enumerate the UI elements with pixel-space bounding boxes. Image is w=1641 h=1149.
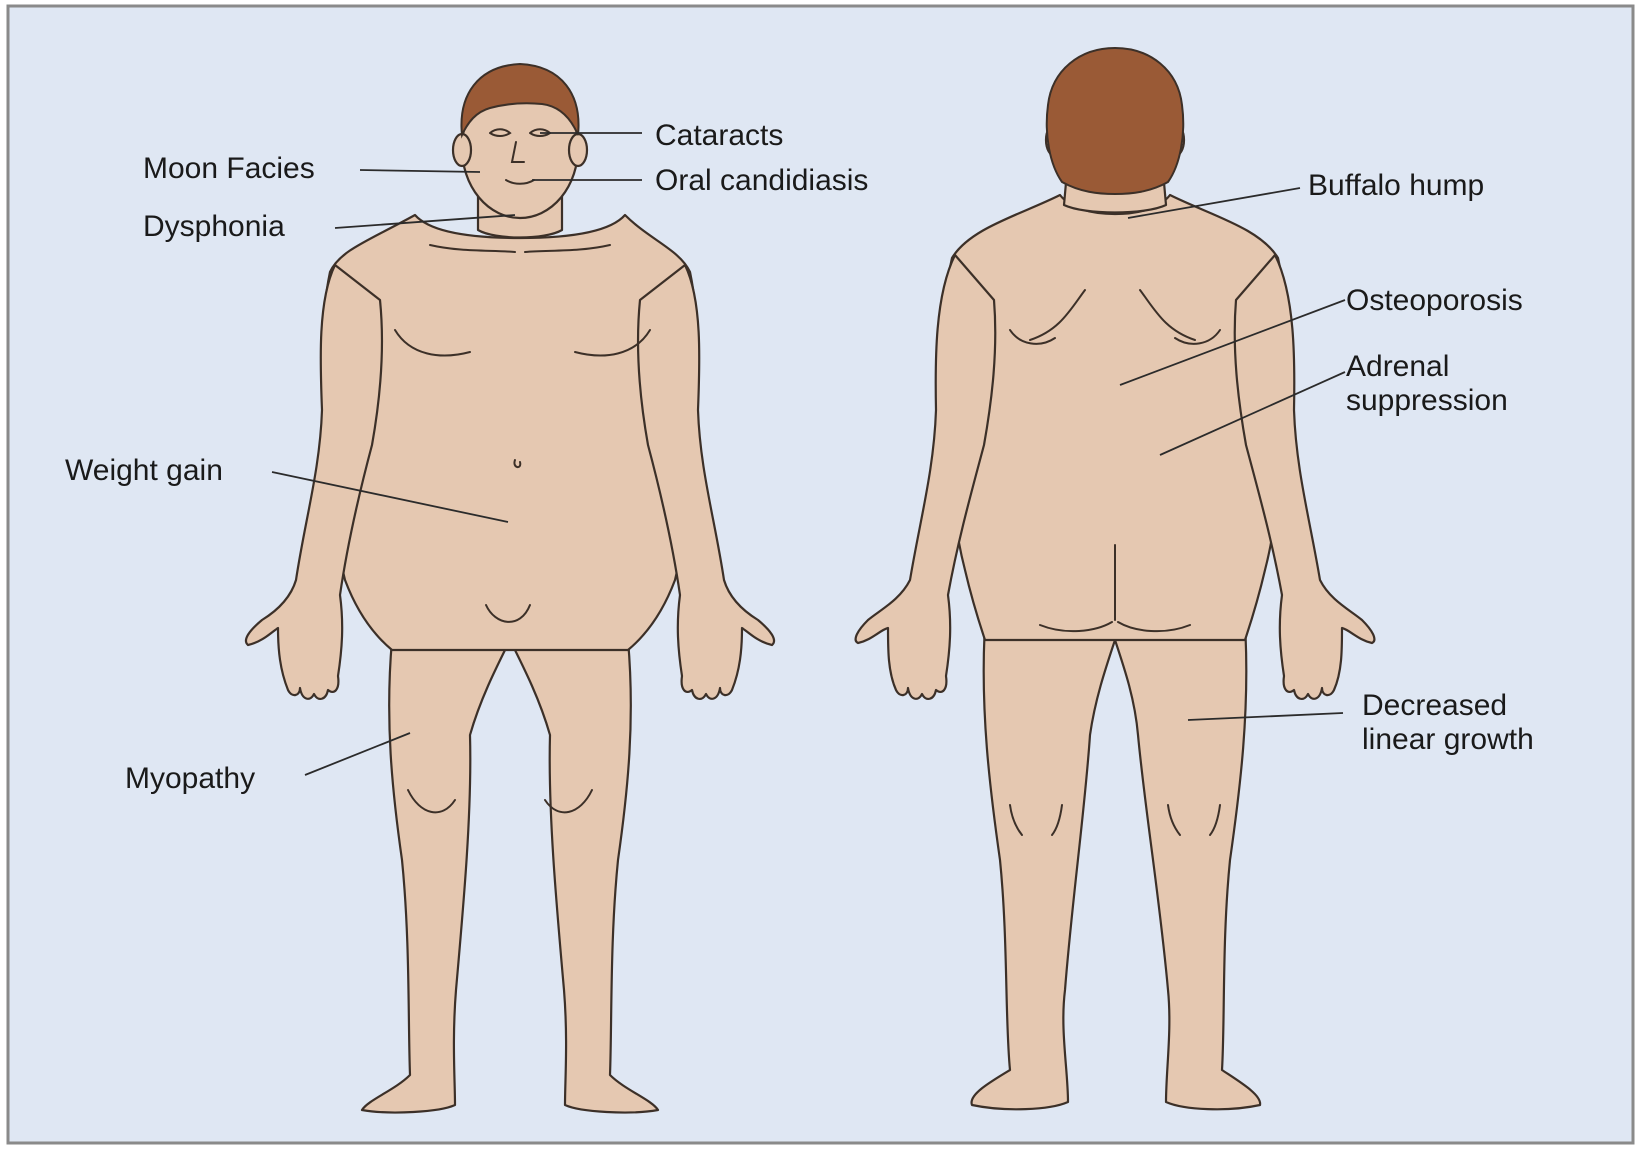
label-osteoporosis: Osteoporosis <box>1346 284 1523 317</box>
label-cataracts: Cataracts <box>655 119 783 152</box>
label-weight-gain: Weight gain <box>65 454 223 487</box>
label-oral-candidiasis: Oral candidiasis <box>655 164 868 197</box>
back-hair <box>1047 48 1183 194</box>
label-decreased-line1: Decreased <box>1362 689 1507 722</box>
label-dysphonia: Dysphonia <box>143 210 285 243</box>
front-left-ear <box>453 134 471 166</box>
label-myopathy: Myopathy <box>125 762 255 795</box>
front-torso <box>323 215 697 650</box>
label-buffalo-hump: Buffalo hump <box>1308 169 1484 202</box>
label-adrenal-line1: Adrenal <box>1346 350 1449 383</box>
front-right-ear <box>569 134 587 166</box>
label-decreased-line2: linear growth <box>1362 723 1534 756</box>
label-adrenal-line2: suppression <box>1346 384 1508 417</box>
label-moon-facies: Moon Facies <box>143 152 315 185</box>
